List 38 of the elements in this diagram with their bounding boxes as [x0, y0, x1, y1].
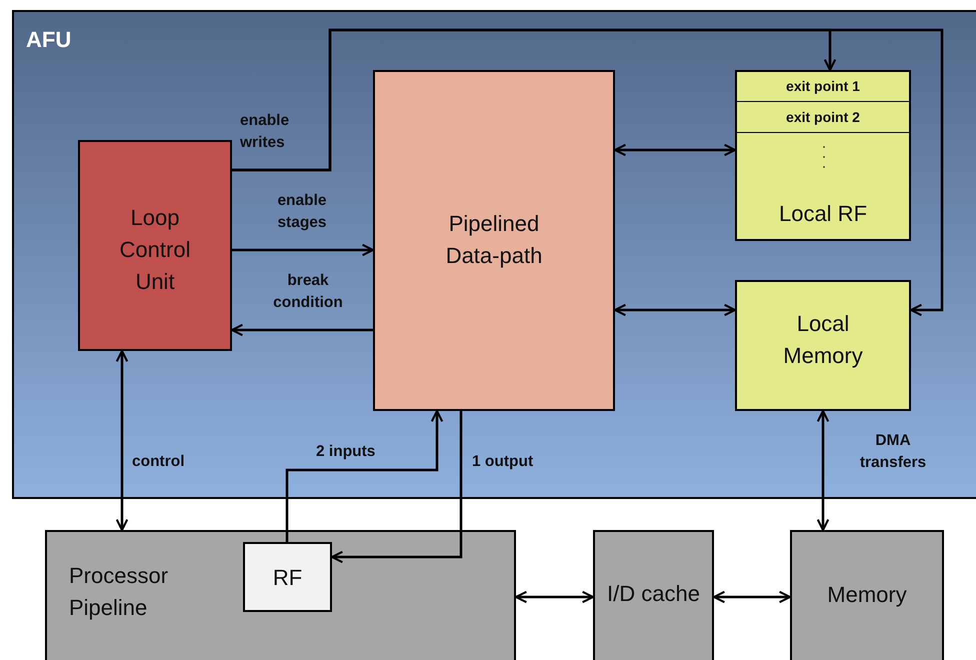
node-label: Memory [826, 581, 908, 609]
arrow [712, 590, 792, 604]
node-label: Loop Control Unit [118, 204, 192, 296]
loop-control-box [78, 140, 232, 351]
node-label: AFU [26, 26, 72, 54]
arrow [330, 411, 462, 564]
register-file-box [243, 542, 332, 612]
edge-label: enable stages [276, 191, 328, 233]
local-memory-box [735, 280, 911, 411]
node-label: Local Memory [782, 310, 864, 370]
arrow [514, 590, 594, 604]
row-label: exit point 2 [737, 103, 909, 133]
arrow [614, 304, 736, 316]
datapath-box [373, 70, 615, 411]
arrow [614, 144, 736, 156]
node-label: I/D cache [606, 580, 701, 608]
node-label: RF [272, 564, 304, 592]
edge-label: DMA transfers [858, 431, 928, 473]
arrow [232, 28, 944, 316]
afu-panel [12, 10, 976, 499]
local-rf-box [735, 70, 911, 241]
node-label: Pipelined Data-path [444, 210, 544, 270]
node-label: Processor Pipeline [69, 562, 170, 622]
edge-label: break condition [272, 271, 344, 313]
processor-pipeline-box [45, 530, 516, 660]
memory-box [790, 530, 944, 660]
edge-label: control [132, 452, 186, 472]
edge-label: enable writes [240, 111, 290, 153]
cache-box [593, 530, 714, 660]
edge-label: 1 output [472, 452, 534, 472]
arrow [286, 410, 444, 542]
arrow [116, 350, 128, 532]
edge-label: 2 inputs [316, 442, 376, 462]
arrow [232, 244, 374, 256]
arrow [816, 410, 830, 532]
node-label: Local RF [778, 200, 868, 228]
arrow [230, 324, 373, 336]
row-label: exit point 1 [737, 72, 909, 102]
